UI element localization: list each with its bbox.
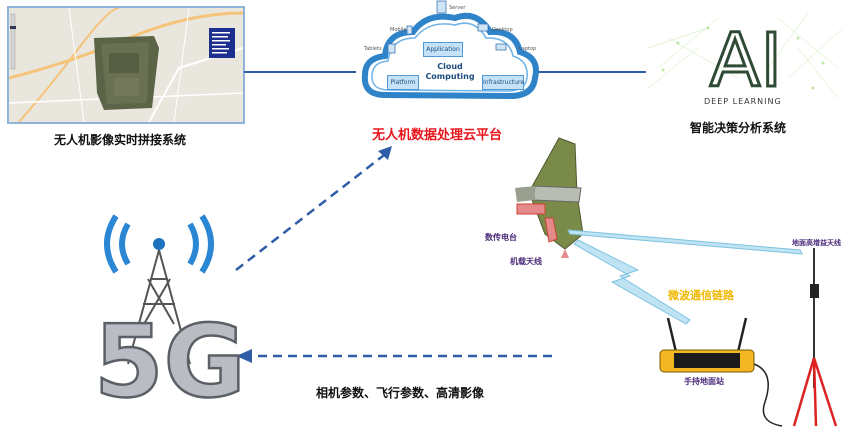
map-screenshot [7, 6, 245, 124]
airborne-antenna-label: 机载天线 [510, 257, 542, 266]
server-icon [436, 0, 447, 14]
ground-antenna-graphic [792, 248, 838, 427]
signal-wave-icon [104, 214, 214, 274]
tablet-icon [387, 43, 396, 54]
device-desktop: Desktop [492, 27, 513, 33]
dashed-arrow-up [235, 151, 389, 271]
microwave-link-label: 微波通信链路 [668, 289, 734, 302]
cloud-platform-label: 无人机数据处理云平台 [372, 128, 503, 143]
datalink-label: 数传电台 [485, 233, 517, 242]
cloud-application-box: Application [423, 42, 463, 57]
device-server: Server [449, 5, 466, 11]
ground-antenna-label: 地面高增益天线 [792, 239, 841, 247]
map-image [9, 8, 243, 122]
5g-tower-graphic: 5G [93, 214, 247, 421]
antenna-tip-icon [153, 238, 165, 250]
antenna-box [544, 217, 558, 243]
deep-learning-text: DEEP LEARNING [704, 97, 782, 106]
device-mobile: Mobile [390, 27, 407, 33]
device-laptop: Laptop [519, 46, 537, 52]
bottom-arrow-label: 相机参数、飞行参数、高清影像 [316, 386, 485, 400]
desktop-icon [477, 23, 489, 32]
arrow-left-head [236, 349, 252, 363]
cloud-title-line1: Cloud [437, 62, 463, 71]
cloud-title-line2: Computing [425, 72, 475, 81]
cloud-infrastructure-box: Infrastructure [482, 75, 524, 90]
cloud-platform-box: Platform [387, 75, 419, 90]
mobile-icon [406, 25, 413, 35]
microwave-link-graphic [567, 229, 803, 325]
ai-network-graphic: AI [648, 12, 844, 106]
cloud-title: Cloud Computing [420, 62, 480, 82]
uav-graphic [515, 137, 584, 258]
5g-text: 5G [94, 303, 246, 420]
left-system-label: 无人机影像实时拼接系统 [54, 133, 187, 147]
ai-logo-letters: AI [710, 18, 782, 104]
laptop-icon [495, 43, 507, 51]
datalink-box [516, 203, 546, 215]
device-tablets: Tablets [364, 46, 382, 52]
right-system-label: 智能决策分析系统 [690, 121, 787, 135]
antenna-unit-icon [810, 284, 819, 298]
arrow-up-head [378, 146, 392, 160]
cloud-computing-graphic [361, 0, 539, 100]
handheld-station-label: 手持地面站 [684, 377, 724, 386]
handheld-station-graphic [659, 317, 783, 427]
